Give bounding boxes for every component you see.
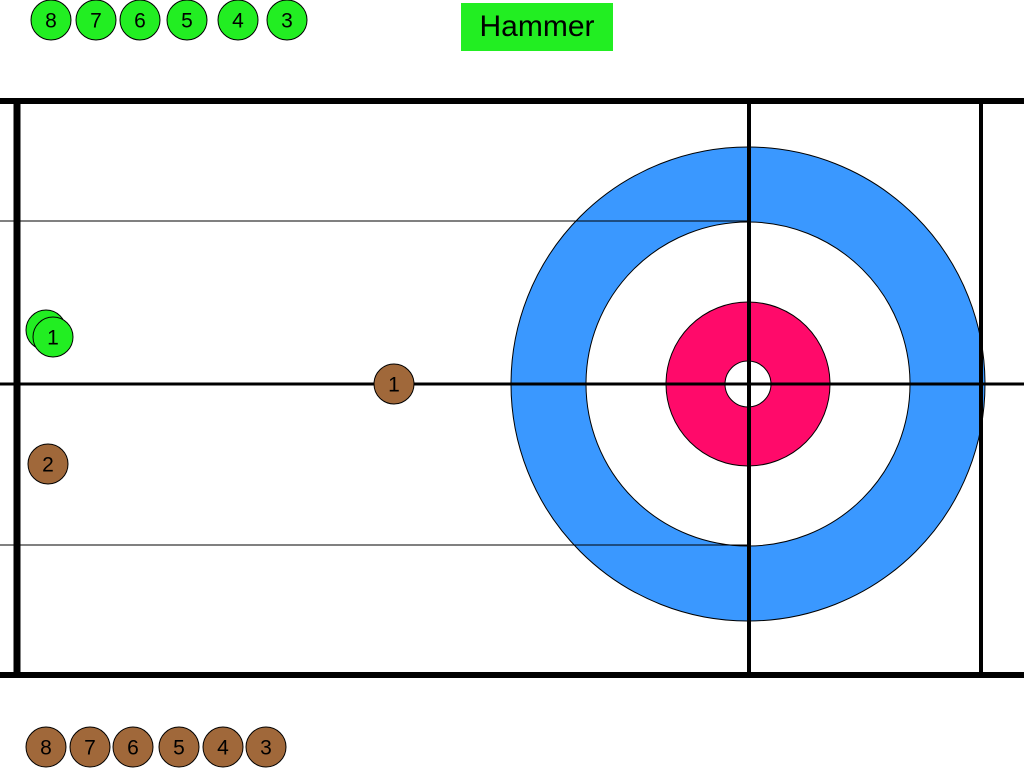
reserve-brown-stone-6[interactable]: 6 bbox=[112, 726, 154, 768]
stone-label: 8 bbox=[40, 737, 52, 760]
stone-body bbox=[245, 726, 287, 768]
stone-body bbox=[217, 0, 259, 41]
reserve-brown-stone-5[interactable]: 5 bbox=[158, 726, 200, 768]
stone-label: 5 bbox=[173, 737, 185, 760]
stone-label: 6 bbox=[127, 737, 139, 760]
ice-stone-brown-2[interactable]: 2 bbox=[27, 443, 69, 485]
reserve-green-stone-3[interactable]: 3 bbox=[266, 0, 308, 41]
stone-label: 7 bbox=[84, 737, 96, 760]
stone-label: 4 bbox=[232, 10, 244, 33]
reserve-green-stone-5[interactable]: 5 bbox=[166, 0, 208, 41]
stone-body bbox=[32, 316, 74, 358]
reserve-brown-stone-8[interactable]: 8 bbox=[25, 726, 67, 768]
stone-body bbox=[166, 0, 208, 41]
stone-label: 5 bbox=[181, 10, 193, 33]
stone-label: 1 bbox=[388, 374, 400, 397]
stone-label: 8 bbox=[45, 10, 57, 33]
stone-label: 3 bbox=[281, 10, 293, 33]
stone-body bbox=[373, 363, 415, 405]
ice-stone-brown-1[interactable]: 1 bbox=[373, 363, 415, 405]
stone-label: 7 bbox=[90, 10, 102, 33]
stone-body bbox=[202, 726, 244, 768]
hammer-indicator: Hammer bbox=[461, 3, 613, 51]
stone-body bbox=[266, 0, 308, 41]
stone-body bbox=[158, 726, 200, 768]
reserve-brown-stone-7[interactable]: 7 bbox=[69, 726, 111, 768]
stone-body bbox=[30, 0, 72, 41]
ice-stone-green-1[interactable]: 1 bbox=[32, 316, 74, 358]
reserve-green-stone-8[interactable]: 8 bbox=[30, 0, 72, 41]
reserve-brown-stone-3[interactable]: 3 bbox=[245, 726, 287, 768]
stone-body bbox=[27, 443, 69, 485]
reserve-brown-stone-4[interactable]: 4 bbox=[202, 726, 244, 768]
stone-body bbox=[119, 0, 161, 41]
stone-label: 6 bbox=[134, 10, 146, 33]
stone-body bbox=[75, 0, 117, 41]
stone-body bbox=[112, 726, 154, 768]
stone-label: 2 bbox=[42, 454, 54, 477]
reserve-green-stone-7[interactable]: 7 bbox=[75, 0, 117, 41]
stone-label: 3 bbox=[260, 737, 272, 760]
ice-stones: 1 1 2 bbox=[25, 309, 415, 485]
reserve-green-stone-4[interactable]: 4 bbox=[217, 0, 259, 41]
reserve-green-stones: 8 7 6 5 4 3 bbox=[30, 0, 308, 41]
hammer-label: Hammer bbox=[479, 10, 595, 43]
stone-label: 1 bbox=[47, 327, 59, 350]
reserve-brown-stones: 8 7 6 5 4 3 bbox=[25, 726, 287, 768]
stone-body bbox=[25, 726, 67, 768]
reserve-green-stone-6[interactable]: 6 bbox=[119, 0, 161, 41]
stone-label: 4 bbox=[217, 737, 229, 760]
stone-body bbox=[69, 726, 111, 768]
